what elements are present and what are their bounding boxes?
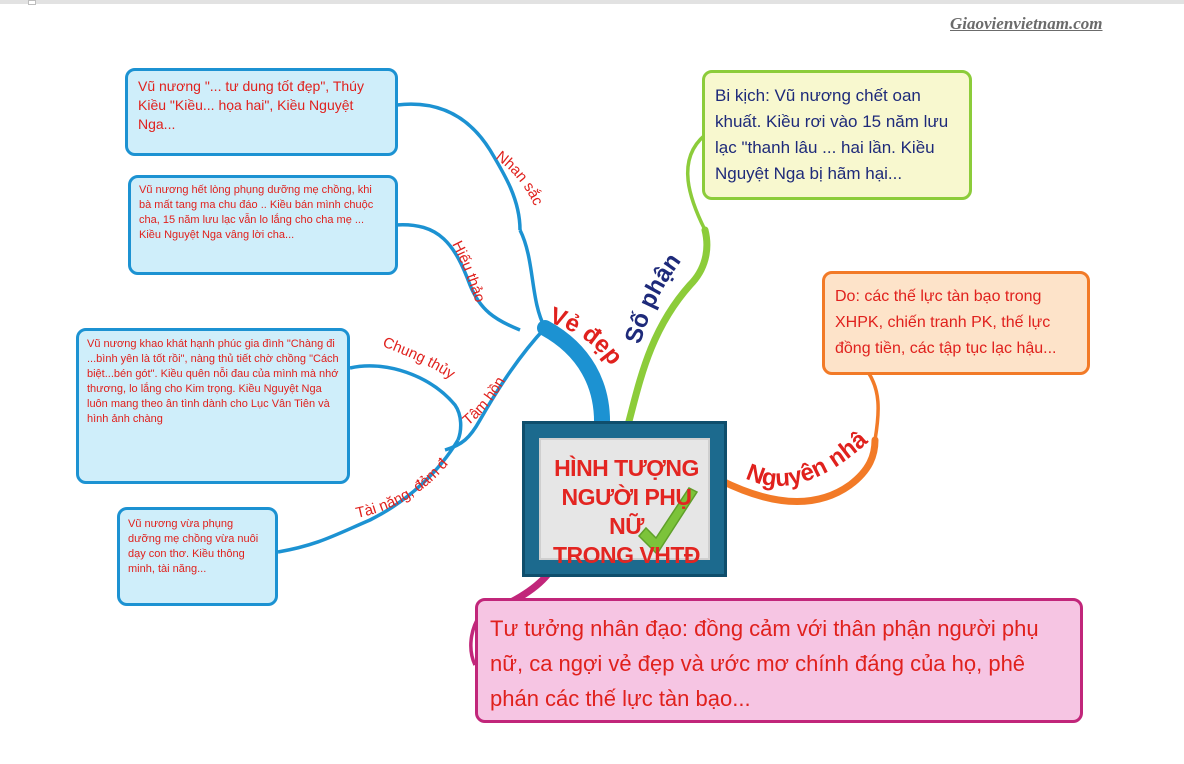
- page-corner-mark: [28, 0, 36, 5]
- ve-dep-branch: [537, 320, 611, 433]
- hieu-thao-box: Vũ nương hết lòng phụng dưỡng mẹ chồng, …: [128, 175, 398, 275]
- nhan-sac-text: Vũ nương "... tư dung tốt đẹp", Thúy Kiề…: [138, 78, 364, 132]
- nhan-sac-connector: [396, 102, 522, 231]
- nguyen-nhan-text: Do: các thế lực tàn bạo trong XHPK, chiế…: [835, 288, 1057, 357]
- check-mark-icon: [637, 487, 699, 556]
- center-topic-inner: HÌNH TƯỢNG NGƯỜI PHỤ NỮ TRONG VHTĐ: [539, 438, 710, 568]
- chung-thuy-text: Vũ nương khao khát hạnh phúc gia đình "C…: [87, 338, 339, 425]
- tam-hon-connector: [444, 326, 547, 452]
- hieu-thao-connector: [394, 223, 521, 332]
- nguyen-nhan-branch: [716, 436, 879, 505]
- hieu-thao-text: Vũ nương hết lòng phụng dưỡng mẹ chồng, …: [139, 184, 374, 241]
- tu-tuong-text: Tư tưởng nhân đạo: đồng cảm với thân phậ…: [490, 616, 1039, 711]
- watermark: Giaovienvietnam.com: [950, 14, 1103, 33]
- page-top-border: [0, 0, 1184, 4]
- branch-label-hieu-thao: Hiếu thảo: [448, 238, 488, 304]
- tai-nang-connector: [277, 439, 460, 554]
- center-topic-title: HÌNH TƯỢNG NGƯỜI PHỤ NỮ TRONG VHTĐ: [545, 454, 708, 570]
- so-phan-box: Bi kịch: Vũ nương chết oan khuất. Kiều r…: [702, 70, 972, 200]
- center-topic: HÌNH TƯỢNG NGƯỜI PHỤ NỮ TRONG VHTĐ: [522, 421, 727, 577]
- nguyen-nhan-connector: [866, 371, 880, 441]
- center-title-line-3: TRONG VHTĐ: [552, 542, 701, 568]
- so-phan-connector: [686, 133, 707, 231]
- so-phan-branch: [624, 226, 711, 429]
- branch-label-nhan-sac: Nhan sắc: [493, 148, 547, 209]
- branch-label-chung-thuy: Chung thủy: [380, 334, 458, 383]
- chung-thuy-connector: [349, 364, 463, 441]
- tu-tuong-box: Tư tưởng nhân đạo: đồng cảm với thân phậ…: [475, 598, 1083, 723]
- center-title-line-2: NGƯỜI PHỤ NỮ: [561, 484, 692, 539]
- nhan-sac-box: Vũ nương "... tư dung tốt đẹp", Thúy Kiề…: [125, 68, 398, 156]
- center-title-line-1: HÌNH TƯỢNG: [554, 455, 699, 481]
- branch-label-tam-hon: Tâm hồn: [459, 374, 508, 429]
- tai-nang-text: Vũ nương vừa phụng dưỡng mẹ chồng vừa nu…: [128, 518, 259, 575]
- tai-nang-box: Vũ nương vừa phụng dưỡng mẹ chồng vừa nu…: [117, 507, 278, 606]
- nguyen-nhan-box: Do: các thế lực tàn bạo trong XHPK, chiế…: [822, 271, 1090, 375]
- chung-thuy-box: Vũ nương khao khát hạnh phúc gia đình "C…: [76, 328, 350, 484]
- so-phan-text: Bi kịch: Vũ nương chết oan khuất. Kiều r…: [715, 86, 949, 183]
